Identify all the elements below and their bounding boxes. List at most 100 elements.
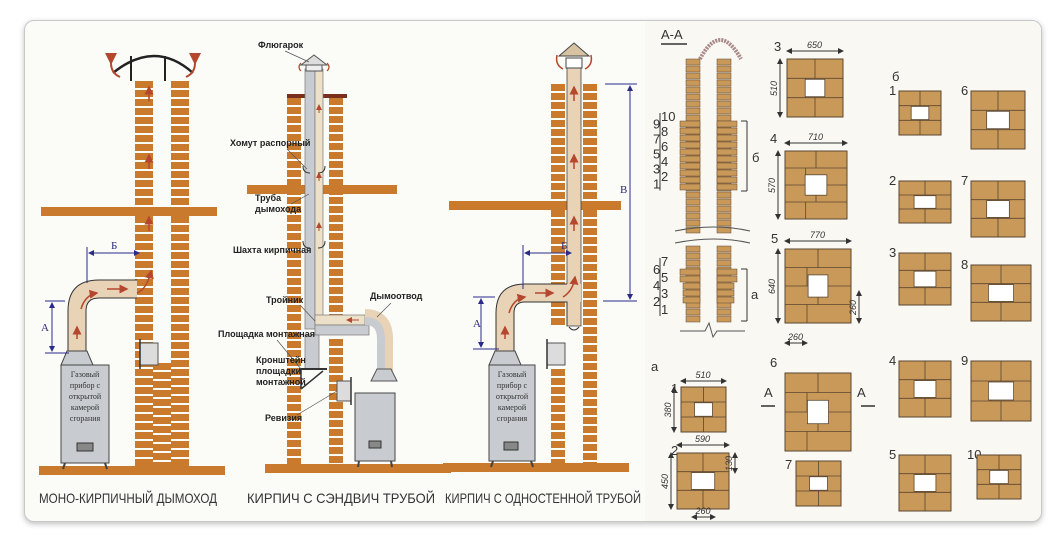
leader-line: [284, 50, 310, 63]
brick: [583, 102, 597, 109]
plan-label: 3: [889, 245, 896, 260]
brick: [551, 120, 565, 127]
group-a-label: а: [751, 287, 759, 302]
brick: [135, 243, 153, 250]
flow-arrow-icon: [136, 269, 154, 294]
row-number: 9: [653, 117, 660, 132]
appliance-text-line: открытой: [69, 392, 102, 401]
brick: [135, 234, 153, 241]
row-number: 7: [653, 132, 660, 147]
brick: [679, 169, 701, 177]
brick: [171, 126, 189, 133]
brick: [583, 228, 597, 235]
plan-label: 8: [961, 257, 968, 272]
brick: [153, 435, 171, 442]
brick: [583, 345, 597, 352]
brick: [551, 273, 565, 280]
dimension-v: В: [620, 184, 627, 196]
diagram-frame: Газовый прибор с открытой камерой сгорания А…: [24, 20, 1042, 522]
appliance-window: [503, 441, 519, 451]
label-truba-2: дымохода: [255, 204, 302, 214]
brick: [685, 219, 701, 227]
brick: [551, 300, 565, 307]
pipe-outline: [85, 297, 137, 351]
appliance-text-line: камерой: [498, 403, 527, 412]
plan-label: 450: [660, 474, 670, 489]
brick: [287, 341, 301, 348]
plan-label: 7: [961, 173, 968, 188]
ceiling-slab: [41, 207, 217, 216]
brick: [716, 245, 732, 253]
flue-opening: [690, 472, 716, 490]
brick: [551, 459, 565, 466]
brick: [583, 246, 597, 253]
brick: [287, 431, 301, 438]
brick: [135, 108, 153, 115]
brick: [287, 413, 301, 420]
brick: [551, 183, 565, 190]
brick: [171, 432, 189, 439]
brick: [135, 288, 153, 295]
bracket: [300, 370, 324, 390]
brick: [135, 225, 153, 232]
flue-opening: [988, 284, 1015, 302]
brick: [685, 226, 701, 234]
brick: [685, 205, 701, 213]
brick: [135, 459, 153, 466]
chimney-cap-icon: [112, 54, 194, 74]
brick: [716, 176, 738, 184]
brick: [135, 432, 153, 439]
brick: [551, 396, 565, 403]
appliance-text-line: сгорания: [497, 414, 528, 423]
brick: [287, 134, 301, 141]
smoke-arrow-icon: [326, 62, 330, 72]
flue-opening: [986, 200, 1010, 218]
brick-plan: [786, 58, 844, 118]
brick: [171, 153, 189, 160]
brick: [716, 65, 732, 73]
brick: [171, 252, 189, 259]
brick: [682, 282, 701, 290]
brick: [287, 314, 301, 321]
brick: [329, 393, 343, 400]
appliance-text-line: прибор с: [70, 381, 101, 390]
brick: [171, 378, 189, 385]
brick: [135, 333, 153, 340]
brick: [287, 305, 301, 312]
brick: [329, 260, 343, 267]
brick: [171, 135, 189, 142]
brick: [287, 449, 301, 456]
brick: [287, 116, 301, 123]
appliance-text-line: открытой: [496, 392, 529, 401]
brick: [685, 100, 701, 108]
plan-label: 9: [961, 353, 968, 368]
brick: [682, 289, 701, 297]
appliance-text-line: Газовый: [71, 370, 100, 379]
appliance-window: [76, 442, 94, 452]
brick: [287, 179, 301, 186]
brick: [171, 108, 189, 115]
row-number: 3: [661, 286, 668, 301]
plan-label: 7: [785, 457, 792, 472]
label-ploshadka: Площадка монтажная: [218, 329, 315, 339]
appliance-leg: [104, 462, 108, 470]
brick: [135, 279, 153, 286]
plan-label: А: [857, 385, 866, 400]
brick: [551, 129, 565, 136]
brick: [135, 153, 153, 160]
brick: [716, 169, 738, 177]
brick: [583, 273, 597, 280]
caption-sandwich: КИРПИЧ С СЭНДВИЧ ТРУБОЙ: [247, 489, 435, 506]
brick: [135, 117, 153, 124]
brick: [153, 363, 171, 370]
brick: [287, 170, 301, 177]
brick: [287, 422, 301, 429]
brick: [583, 210, 597, 217]
brick: [716, 315, 732, 323]
brick: [685, 308, 701, 316]
plan-label: 640: [767, 279, 777, 294]
